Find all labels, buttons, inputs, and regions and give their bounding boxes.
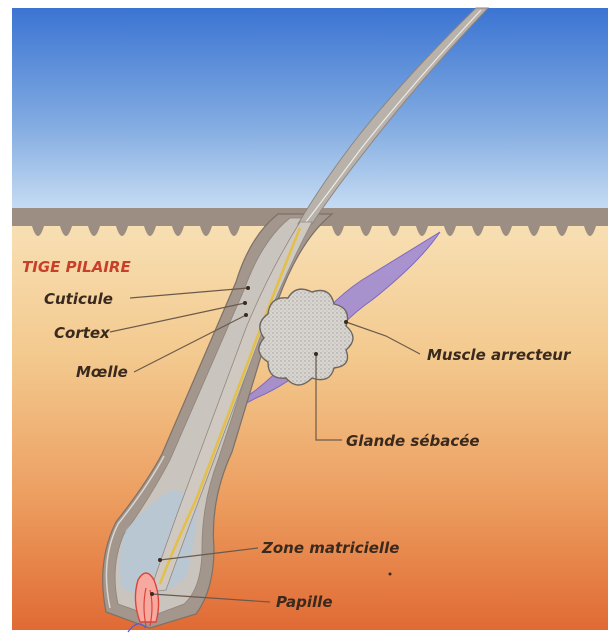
label-moelle: Mœlle (76, 363, 128, 381)
label-cortex: Cortex (54, 324, 111, 342)
air-background (12, 8, 608, 213)
label-glande-sebacee: Glande sébacée (346, 432, 480, 450)
label-cuticule: Cuticule (44, 290, 113, 308)
label-zone-matricielle: Zone matricielle (261, 539, 399, 557)
section-title: TIGE PILAIRE (22, 258, 131, 276)
label-papille: Papille (276, 593, 333, 611)
label-muscle-arrecteur: Muscle arrecteur (427, 346, 572, 364)
